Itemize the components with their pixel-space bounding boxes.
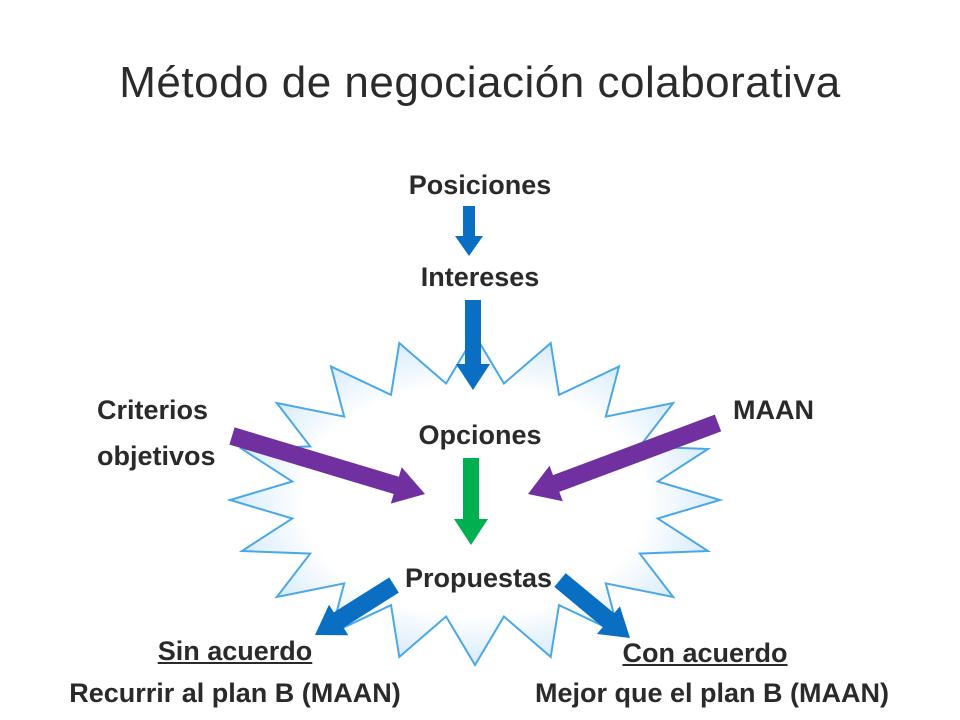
- arrow-propuestas-to-sin-acuerdo: [315, 577, 399, 636]
- node-posiciones: Posiciones: [408, 170, 552, 200]
- page-title: Método de negociación colaborativa: [119, 58, 841, 107]
- node-propuestas: Propuestas: [405, 563, 553, 593]
- arrow-opciones-to-propuestas: [454, 458, 488, 545]
- arrow-posiciones-to-intereses: [455, 206, 483, 256]
- arrow-intereses-to-opciones: [456, 300, 490, 390]
- node-sin-acuerdo: Sin acuerdo: [157, 636, 313, 666]
- node-con-acuerdo-detail: Mejor que el plan B (MAAN): [534, 678, 889, 708]
- arrow-criterios-to-center: [229, 427, 425, 504]
- node-intereses: Intereses: [420, 262, 540, 292]
- node-sin-acuerdo-detail: Recurrir al plan B (MAAN): [69, 678, 401, 708]
- node-maan: MAAN: [733, 395, 814, 425]
- arrow-propuestas-to-con-acuerdo: [554, 573, 630, 638]
- node-opciones: Opciones: [418, 420, 542, 450]
- node-criterios-line1: Criterios: [97, 395, 209, 425]
- node-con-acuerdo: Con acuerdo: [622, 638, 788, 668]
- node-criterios-line2: objetivos: [97, 441, 216, 471]
- arrow-maan-to-center: [528, 414, 722, 502]
